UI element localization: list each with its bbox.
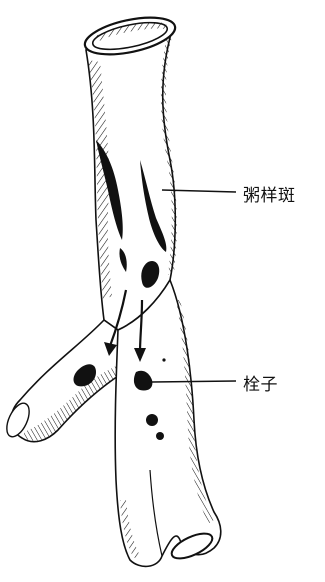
- embolus-label: 栓子: [243, 370, 278, 395]
- plaque-label: 粥样斑: [243, 181, 296, 206]
- embolus-leader-line: [152, 381, 236, 382]
- embolus-dot: [162, 358, 165, 361]
- embolus-small-2: [156, 432, 164, 440]
- embolus-small-1: [146, 414, 158, 426]
- lower-vessel: [115, 280, 221, 566]
